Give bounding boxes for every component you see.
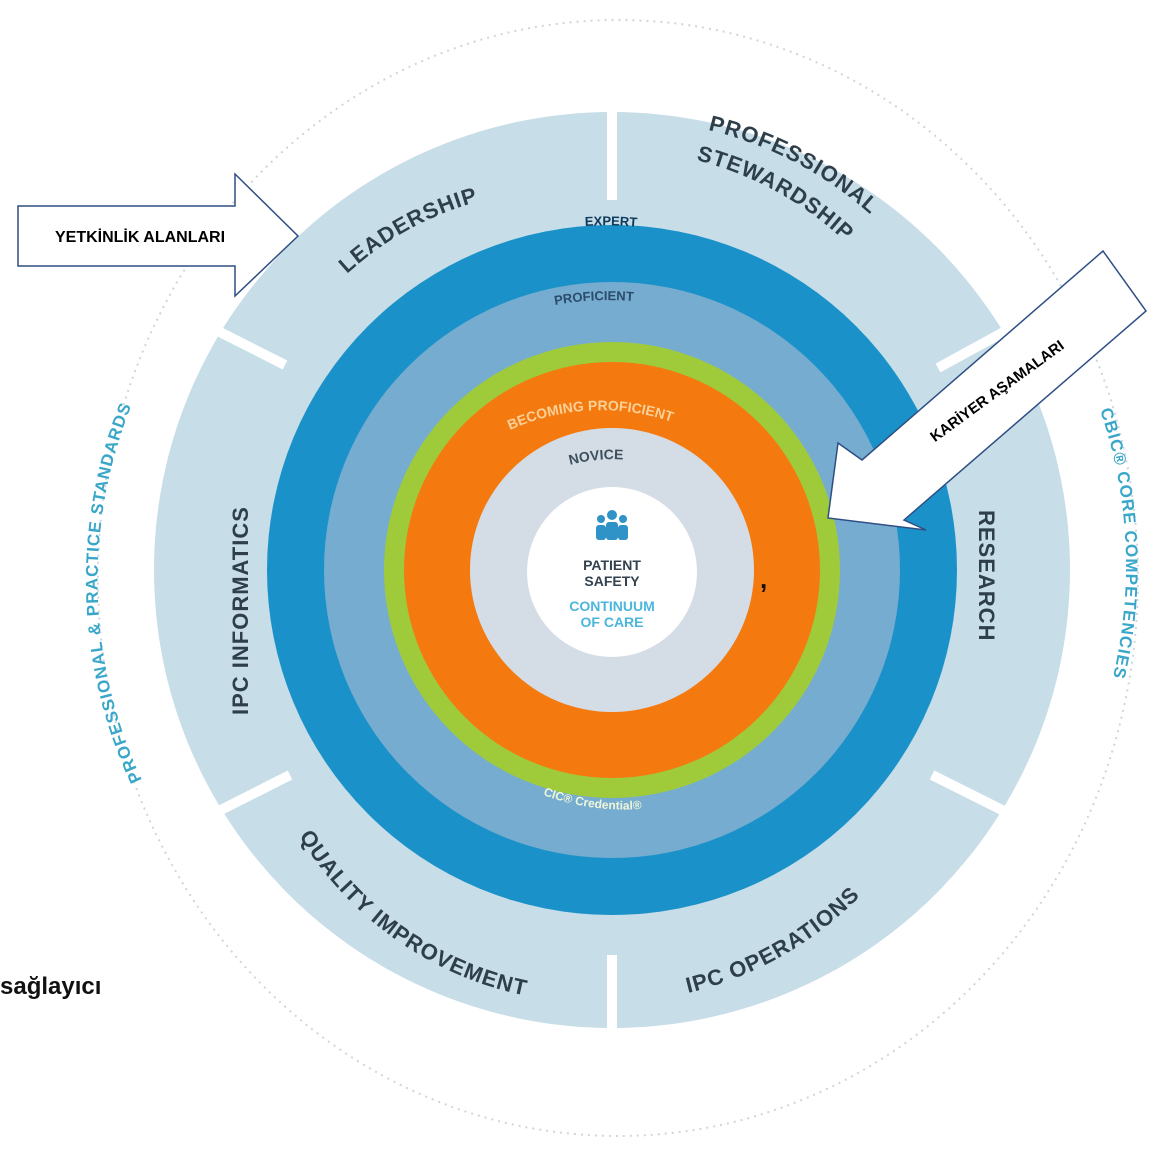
center-line-of-care: OF CARE <box>581 614 644 630</box>
domain-label-ipc-informatics: IPC INFORMATICS <box>228 506 253 715</box>
stray-comma: , <box>760 564 767 594</box>
domains-callout-arrow: YETKİNLİK ALANLARI <box>17 172 300 298</box>
stage-label-expert: EXPERT <box>584 213 637 229</box>
stage-label-proficient: PROFICIENT <box>553 288 634 308</box>
domains-callout-label: YETKİNLİK ALANLARI <box>55 228 225 246</box>
outer-label-core-competencies: CBIC® CORE COMPETENCIES <box>1096 405 1141 681</box>
center-line-patient: PATIENT <box>583 557 641 573</box>
outer-label-standards: PROFESSIONAL & PRACTICE STANDARDS <box>83 400 146 787</box>
outer-guide-ring <box>97 19 1139 1137</box>
people-icon <box>596 510 628 540</box>
center-line-safety: SAFETY <box>584 573 640 589</box>
center-circle <box>527 487 697 657</box>
domain-label-research: RESEARCH <box>974 510 999 641</box>
center-line-continuum: CONTINUUM <box>569 598 655 614</box>
partial-word-saglayici: sağlayıcı <box>0 973 101 1000</box>
domain-separators <box>197 100 1025 1042</box>
